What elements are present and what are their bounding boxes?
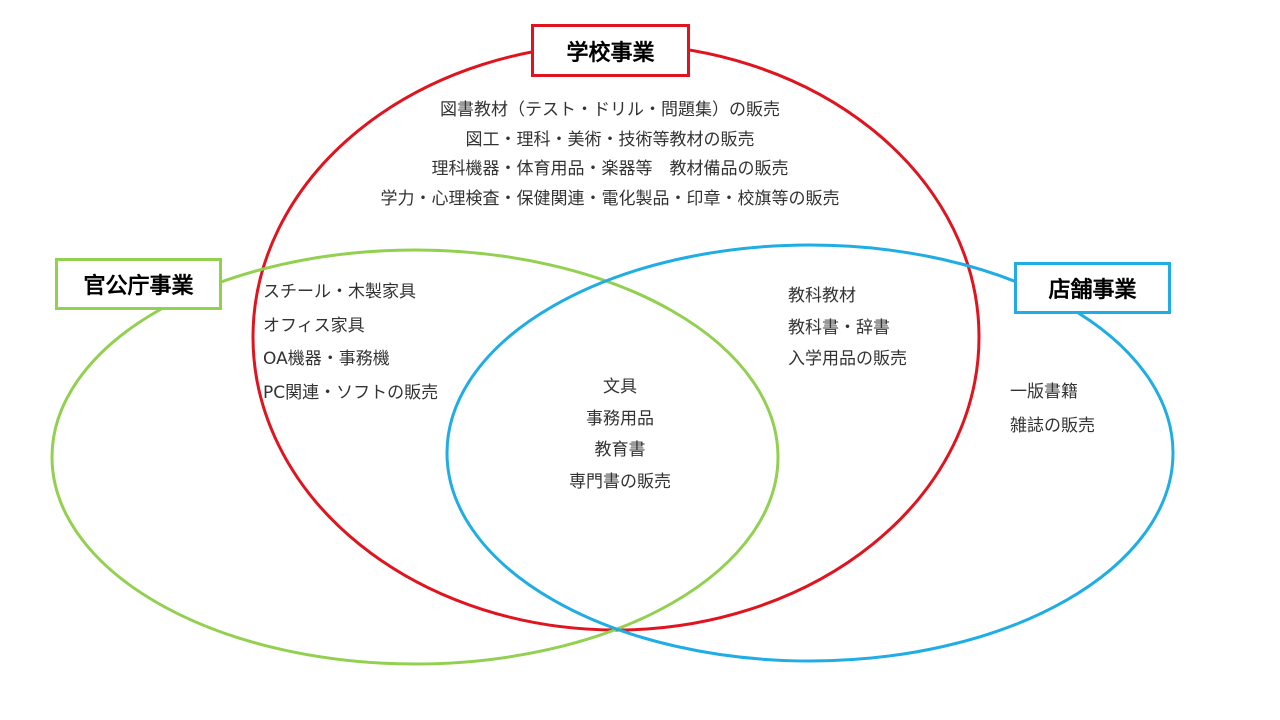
store-only-items: 一版書籍 雑誌の販売 [1010, 375, 1095, 443]
school-item: 理科機器・体育用品・楽器等 教材備品の販売 [431, 159, 789, 179]
store-item: 一版書籍 [1010, 382, 1078, 402]
common-item: 教育書 [594, 440, 646, 460]
school-store-item: 教科教材 [788, 286, 856, 306]
government-circle [50, 248, 780, 666]
school-item: 図工・理科・美術・技術等教材の販売 [465, 129, 755, 150]
school-store-item: 教科書・辞書 [788, 317, 890, 338]
school-business-label: 学校事業 [531, 24, 690, 77]
common-item: 事務用品 [586, 408, 654, 429]
school-government-item: PC関連・ソフトの販売 [263, 382, 439, 403]
school-store-items: 教科教材 教科書・辞書 入学用品の販売 [788, 281, 907, 376]
store-circle [445, 243, 1175, 663]
school-government-item: オフィス家具 [263, 315, 365, 336]
school-item: 図書教材（テスト・ドリル・問題集）の販売 [440, 100, 780, 120]
school-government-item: OA機器・事務機 [263, 349, 390, 369]
common-item: 専門書の販売 [569, 471, 671, 492]
all-three-items: 文具 事務用品 教育書 専門書の販売 [540, 372, 700, 498]
school-government-items: スチール・木製家具 オフィス家具 OA機器・事務機 PC関連・ソフトの販売 [263, 276, 438, 410]
school-item: 学力・心理検査・保健関連・電化製品・印章・校旗等の販売 [380, 188, 840, 209]
school-store-item: 入学用品の販売 [788, 349, 907, 369]
common-item: 文具 [603, 377, 637, 397]
store-item: 雑誌の販売 [1010, 416, 1095, 436]
school-government-item: スチール・木製家具 [263, 282, 416, 302]
government-business-label: 官公庁事業 [55, 258, 222, 310]
school-only-items: 図書教材（テスト・ドリル・問題集）の販売 図工・理科・美術・技術等教材の販売 理… [330, 96, 890, 214]
store-business-label: 店舗事業 [1014, 262, 1171, 314]
